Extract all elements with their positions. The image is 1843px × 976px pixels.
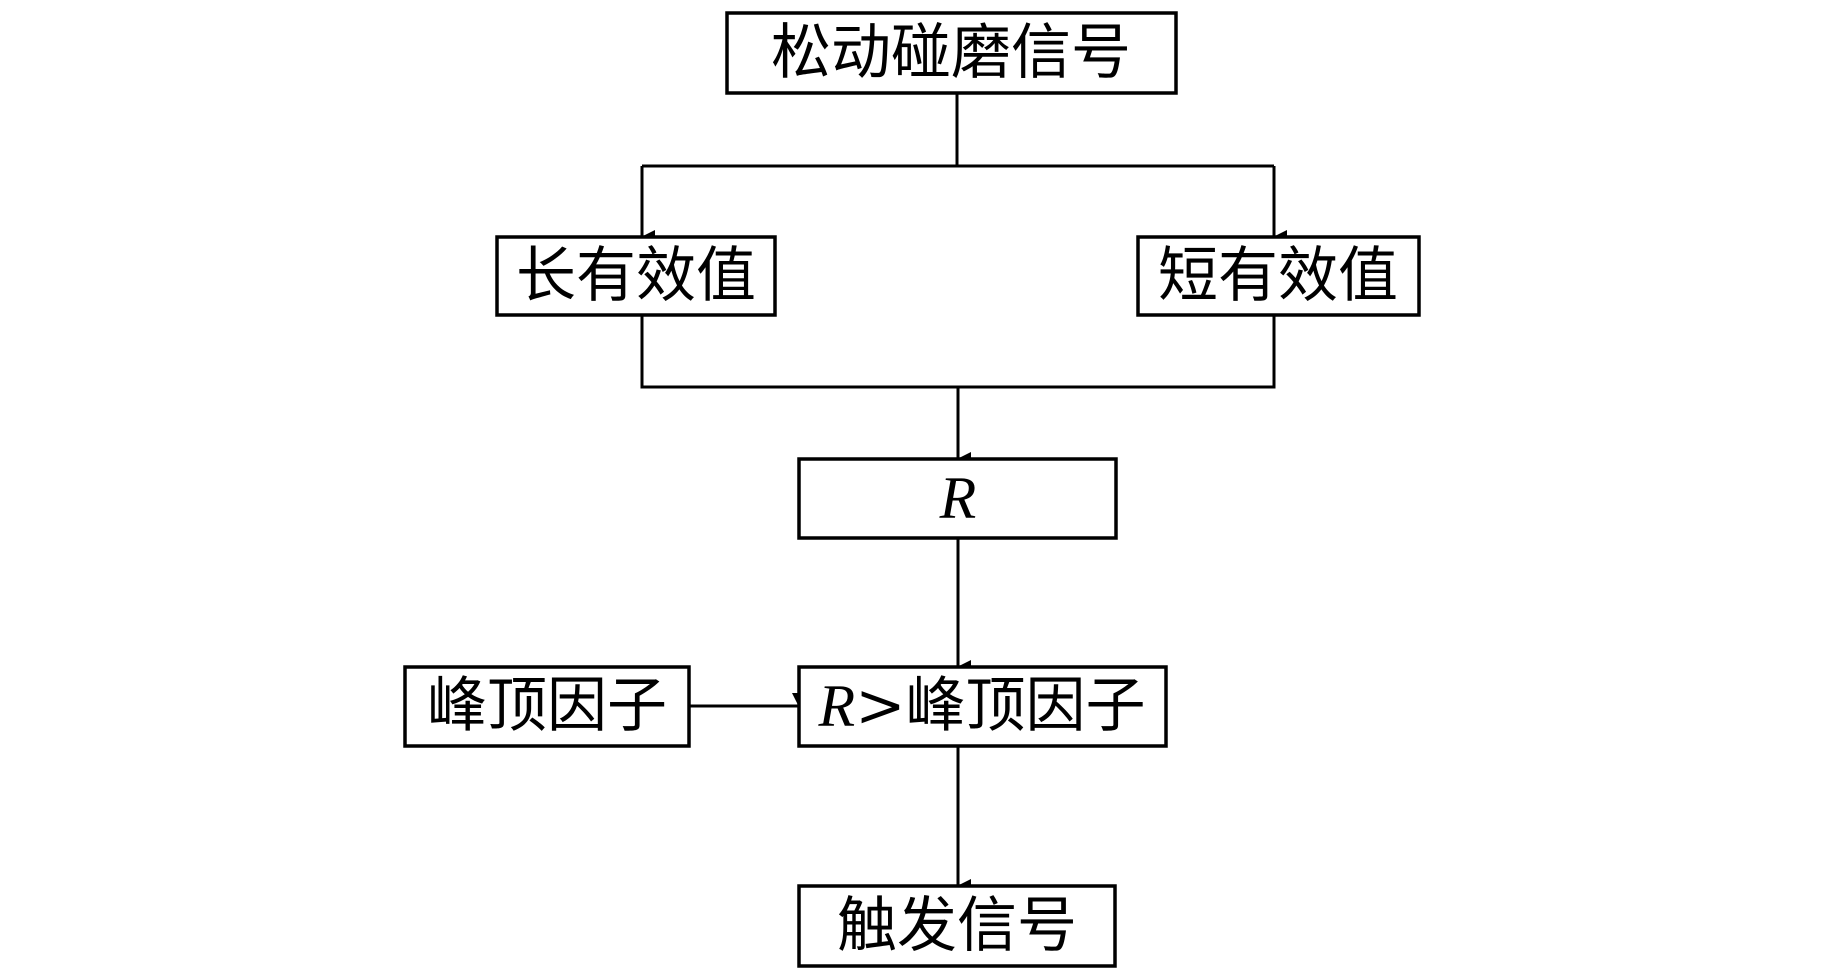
variable-r: R (818, 673, 856, 739)
operator: > (855, 671, 905, 741)
node-label: 长有效值 (516, 241, 756, 311)
comparison-target: 峰顶因子 (905, 671, 1145, 741)
node-box (797, 884, 1117, 968)
node-comparison: R>峰顶因子 (797, 665, 1168, 748)
node-long-rms: 长有效值 (495, 235, 777, 317)
node-loose-rub-signal: 松动碰磨信号 (725, 11, 1178, 95)
node-short-rms: 短有效值 (1136, 235, 1421, 317)
node-box (1136, 235, 1421, 317)
node-trigger-signal: 触发信号 (797, 884, 1117, 968)
node-ratio: R (797, 457, 1118, 540)
node-box (797, 457, 1118, 540)
node-label: 触发信号 (837, 891, 1077, 961)
edge-long-rms-down (640, 315, 1276, 389)
edges (640, 93, 1287, 893)
node-box (495, 235, 777, 317)
node-box (403, 665, 691, 748)
node-label: R (939, 465, 977, 531)
node-label: 峰顶因子 (427, 671, 667, 741)
node-crest-factor: 峰顶因子 (403, 665, 691, 748)
node-label: 松动碰磨信号 (771, 18, 1131, 88)
node-label: R>峰顶因子 (818, 671, 1146, 741)
node-box (797, 665, 1168, 748)
node-box (725, 11, 1178, 95)
node-label: 短有效值 (1158, 241, 1398, 311)
